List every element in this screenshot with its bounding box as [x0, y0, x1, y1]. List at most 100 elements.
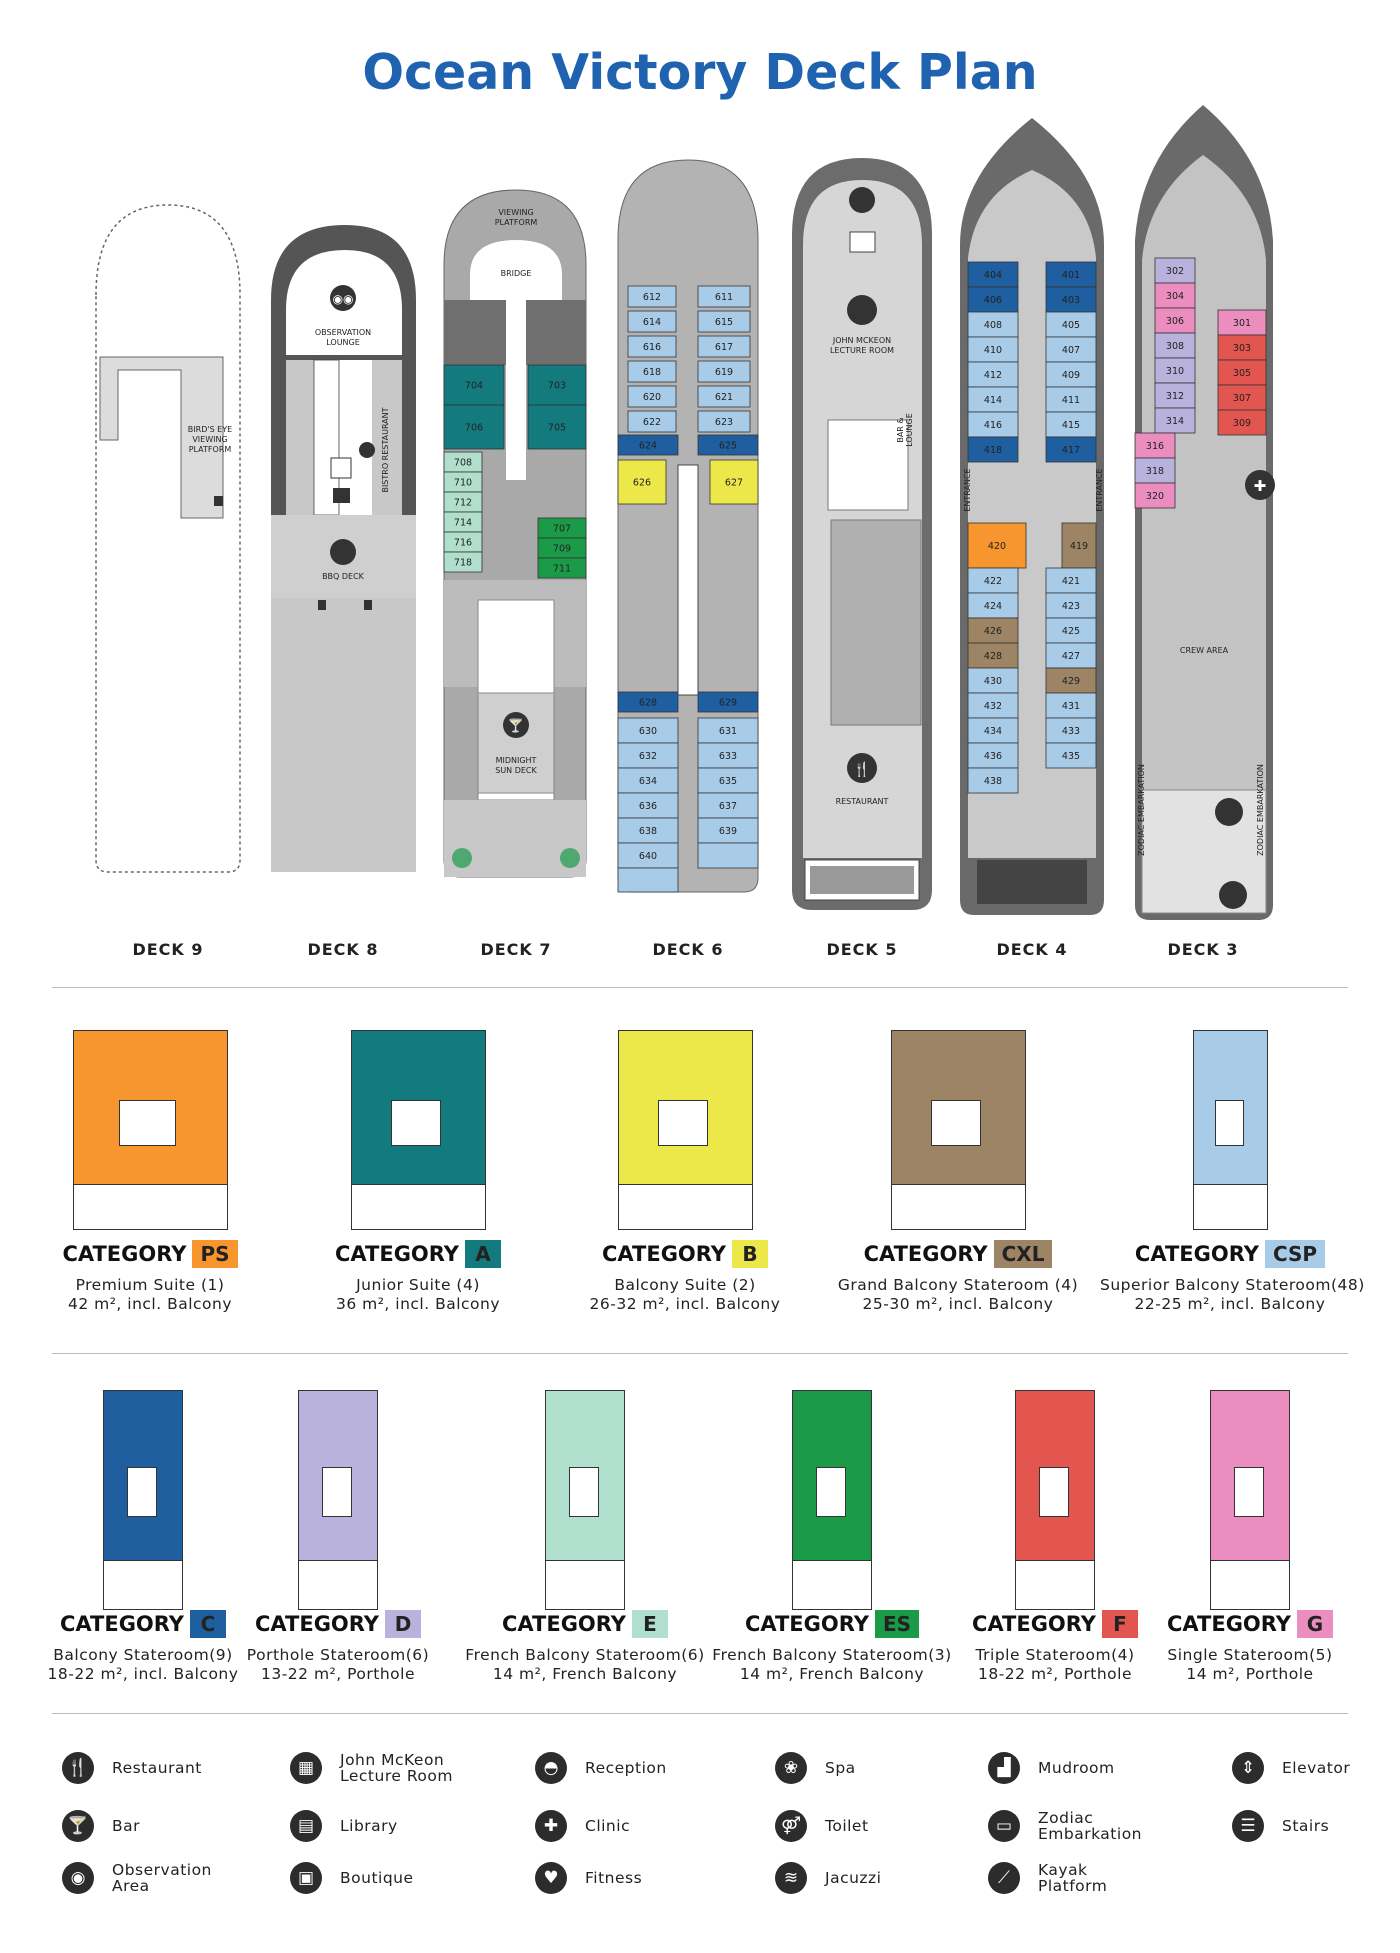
cabin-622 [627, 410, 677, 433]
legend-item: 🍴Restaurant [62, 1752, 202, 1784]
category-description: Single Stateroom(5)14 m², Porthole [1120, 1646, 1380, 1684]
cabin-614 [627, 310, 677, 333]
cabin-429 [1045, 667, 1097, 694]
cabin-number: 623 [715, 417, 733, 428]
deck8-bbq-label: BBQ DECK [322, 572, 365, 581]
fitness-icon: ♥ [535, 1862, 567, 1894]
cabin-number: 415 [1062, 420, 1080, 431]
bed-icon [1234, 1467, 1265, 1518]
cabin-621 [697, 385, 751, 408]
cabin-number: 711 [553, 564, 571, 575]
cabin-639 [697, 817, 759, 844]
cabin-303 [1217, 334, 1267, 361]
legend-item: ☰Stairs [1232, 1810, 1329, 1842]
cabin-number: 705 [548, 423, 566, 434]
cabin-424 [967, 592, 1019, 619]
legend-item: ♥Fitness [535, 1862, 642, 1894]
cabin-number: 416 [984, 420, 1002, 431]
category-description: Triple Stateroom(4)18-22 m², Porthole [925, 1646, 1185, 1684]
cabin-624 [617, 434, 679, 456]
legend-item: ⟋Kayak Platform [988, 1862, 1107, 1894]
legend-item: ▦John McKeon Lecture Room [290, 1752, 453, 1784]
deck8-restaurant-label: BISTRO RESTAURANT [381, 407, 390, 492]
cabin-number: 405 [1062, 320, 1080, 331]
cabin-635 [697, 767, 759, 794]
toilet-icon: ⚤ [775, 1810, 807, 1842]
zodiac-icon: ▭ [988, 1810, 1020, 1842]
bed-icon [391, 1100, 442, 1146]
legend-label: Restaurant [112, 1759, 202, 1777]
cabin-309 [1217, 409, 1267, 436]
category-size: 25-30 m², incl. Balcony [862, 1295, 1054, 1313]
deck-label: DECK 8 [307, 940, 379, 959]
cabin-number: 423 [1062, 601, 1080, 612]
category-description: Balcony Suite (2)26-32 m², incl. Balcony [555, 1276, 815, 1314]
category-description: Grand Balcony Stateroom (4)25-30 m², inc… [828, 1276, 1088, 1314]
category-label: CATEGORY [254, 1612, 380, 1636]
category-description: Balcony Stateroom(9)18-22 m², incl. Balc… [13, 1646, 273, 1684]
cabin-number: 635 [719, 776, 737, 787]
cabin-number: 622 [643, 417, 661, 428]
cabin-434 [967, 717, 1019, 744]
legend-item: ◓Reception [535, 1752, 667, 1784]
category-code-badge: B [732, 1240, 769, 1268]
cabin-636 [617, 792, 679, 819]
cabin-number: 707 [553, 524, 571, 535]
cabin-633 [697, 742, 759, 769]
cabin-314 [1154, 407, 1196, 434]
cabin-number: 420 [988, 541, 1006, 552]
cabin-number: 312 [1166, 391, 1184, 402]
cabin-407 [1045, 336, 1097, 363]
cabin-627 [709, 459, 759, 505]
stateroom-floorplan [350, 1030, 486, 1230]
cabin-435 [1045, 742, 1097, 769]
cabin-number: 406 [984, 295, 1002, 306]
category-size: 26-32 m², incl. Balcony [589, 1295, 781, 1313]
cabin-number: 401 [1062, 270, 1080, 281]
stateroom-floorplan [545, 1390, 625, 1610]
category-size: 22-25 m², incl. Balcony [1134, 1295, 1326, 1313]
cabin-number: 618 [643, 367, 661, 378]
cabin-number: 309 [1233, 418, 1251, 429]
cabin-637 [697, 792, 759, 819]
category-code-badge: F [1102, 1610, 1139, 1638]
cabin-number: 706 [465, 423, 483, 434]
legend-label: Library [340, 1817, 398, 1835]
cabin-631 [697, 717, 759, 744]
cabin-414 [967, 386, 1019, 413]
cabin-number: 712 [454, 498, 472, 509]
cabin-number: 307 [1233, 393, 1251, 404]
cabin-number: 615 [715, 317, 733, 328]
cabin-number: 426 [984, 626, 1002, 637]
category-size: 14 m², Porthole [1186, 1665, 1314, 1683]
legend-item: ✚Clinic [535, 1810, 630, 1842]
cabin-number: 427 [1062, 651, 1080, 662]
cabin-number: 636 [639, 801, 657, 812]
deck7-bridge-label: BRIDGE [501, 269, 532, 278]
category-code-badge: C [190, 1610, 227, 1638]
cabin-number: 419 [1070, 541, 1088, 552]
cabin-421 [1045, 567, 1097, 594]
cabin-number: 628 [639, 698, 657, 709]
cabin-number: 634 [639, 776, 657, 787]
cabin-number: 320 [1146, 491, 1164, 502]
category-name: Junior Suite (4) [356, 1276, 480, 1294]
cabin-number: 424 [984, 601, 1002, 612]
deck3-crew-label: CREW AREA [1180, 646, 1229, 655]
deck-label: DECK 9 [132, 940, 204, 959]
cabin-408 [967, 311, 1019, 338]
bed-icon [119, 1100, 177, 1146]
jacuzzi-icon: ≋ [775, 1862, 807, 1894]
cabin-number: 316 [1146, 441, 1164, 452]
cabin-305 [1217, 359, 1267, 386]
category-name: Balcony Stateroom(9) [53, 1646, 233, 1664]
kayak-icon: ⟋ [988, 1862, 1020, 1894]
